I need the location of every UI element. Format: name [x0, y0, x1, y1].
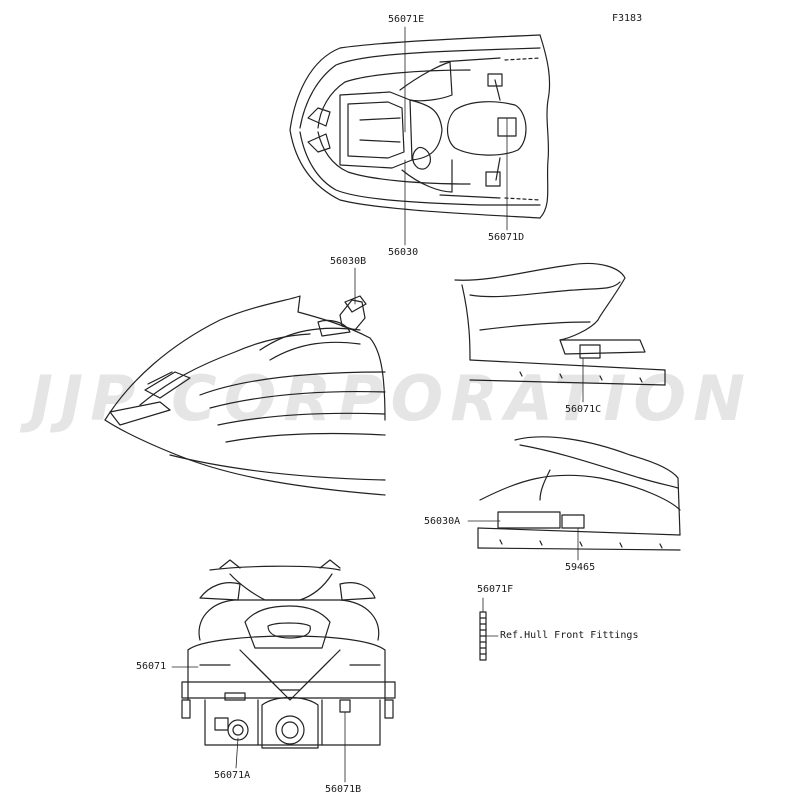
- part-label-56030B: 56030B: [330, 256, 367, 267]
- part-label-56030A: 56030A: [424, 516, 461, 527]
- side-view-rear: [454, 262, 666, 386]
- part-label-56030: 56030: [388, 247, 419, 258]
- part-label-59465: 59465: [565, 562, 596, 573]
- part-label-56071B: 56071B: [325, 784, 362, 795]
- part-label-56071D: 56071D: [488, 232, 525, 243]
- reference-note: Ref.Hull Front Fittings: [500, 630, 639, 641]
- figure-code: F3183: [612, 13, 643, 24]
- top-view-deck: [289, 34, 551, 219]
- leader-lines: [171, 26, 584, 783]
- part-label-56071C: 56071C: [565, 404, 602, 415]
- watermark-logo: JJP CORPORATION: [30, 362, 753, 435]
- nose-view: [104, 295, 386, 496]
- part-label-56071: 56071: [136, 661, 167, 672]
- side-view-hull: [477, 436, 681, 551]
- rear-view: [181, 559, 396, 749]
- part-label-56071A: 56071A: [214, 770, 251, 781]
- part-label-56071F: 56071F: [477, 584, 514, 595]
- part-label-56071E: 56071E: [388, 14, 425, 25]
